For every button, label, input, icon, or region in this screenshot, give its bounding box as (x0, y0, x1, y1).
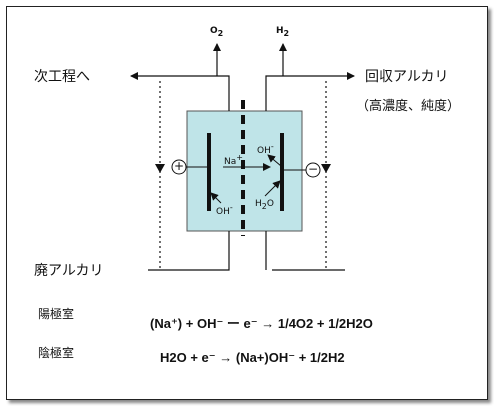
oh-formation-arrow (267, 154, 282, 167)
h2o-label: H2O (255, 199, 274, 211)
left-outflow-pipe (130, 72, 230, 111)
minus-sign: − (308, 162, 319, 176)
oh-cathode-label: OH- (257, 142, 274, 156)
recovered-alkali-label: 回収アルカリ (365, 69, 449, 85)
anode-equation: (Na⁺) + OH⁻ ー e⁻ → 1/4O2 + 1/2H2O (150, 316, 373, 331)
o2-label: O2 (210, 26, 224, 38)
oh-anode-label: OH- (216, 203, 233, 217)
right-dotted-arrowhead (321, 164, 331, 173)
recovered-alkali-note: （高濃度、純度） (356, 99, 461, 114)
h2o-reaction-arrow (264, 180, 281, 197)
na-ion-label: Na+ (224, 153, 243, 167)
plus-sign: + (174, 159, 185, 173)
cathode-equation: H2O + e⁻ → (Na+)OH⁻ + 1/2H2 (160, 350, 345, 365)
cathode-chamber-label: 陰極室 (38, 346, 75, 360)
waste-alkali-label: 廃アルカリ (34, 263, 104, 279)
anode-chamber-label: 陽極室 (38, 307, 75, 321)
h2-label: H2 (276, 26, 290, 38)
right-outflow-pipe (265, 72, 355, 111)
left-dotted-arrowhead (155, 164, 165, 173)
next-process-label: 次工程へ (34, 69, 90, 85)
left-inflow-pipe (148, 231, 230, 271)
oh-anode-arrow (210, 192, 222, 204)
